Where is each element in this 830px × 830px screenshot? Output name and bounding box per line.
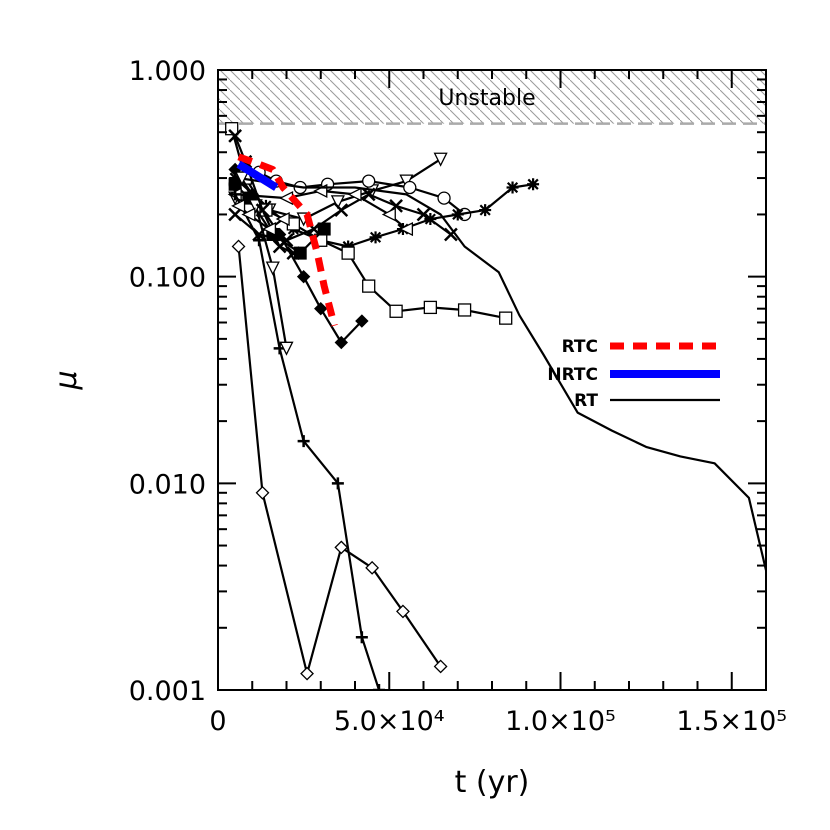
series-line [241,177,288,349]
x-tick-label: 0 [209,706,226,737]
y-tick-label: 0.010 [129,469,206,500]
marker-x [334,203,349,217]
marker-asterisk [506,181,519,194]
series-line [237,153,338,327]
marker-asterisk [342,240,355,253]
marker-triangle-left [381,207,396,222]
marker-x [444,227,458,242]
plot-frame [217,69,767,691]
marker-square [341,246,355,260]
marker-x [286,246,301,261]
marker-plus [229,188,242,201]
marker-circle [437,191,451,205]
marker-asterisk [527,178,540,191]
unstable-label: Unstable [438,86,535,111]
marker-triangle-left [231,198,246,213]
y-tick-label: 0.001 [129,676,206,707]
marker-square [499,311,513,325]
marker-diamond [396,604,410,619]
x-tick-label: 1.5×10⁵ [676,706,787,737]
marker-x [416,207,431,222]
marker-diamond [365,560,380,575]
marker-triangle-down [279,341,294,356]
marker-diamond [334,540,349,555]
marker-square [457,303,472,317]
x-tick-label: 5.0×10⁴ [334,706,445,737]
series-line [238,177,766,571]
marker-square [225,122,239,136]
marker-diamond [300,666,314,681]
marker-diamond-filled [314,301,328,316]
series-rt-12 [231,239,448,681]
marker-x [228,207,243,222]
marker-triangle-down [234,171,250,186]
series-nrtc-1 [236,160,279,191]
marker-asterisk [451,208,464,221]
marker-plus [297,435,310,448]
marker-asterisk [369,231,382,244]
marker-square [362,279,376,293]
marker-diamond [255,485,270,500]
legend-label-rtc: RTC [562,337,598,357]
y-tick-label: 1.000 [129,56,206,87]
marker-circle [403,180,417,195]
legend-label-nrtc: NRTC [547,365,598,385]
x-axis-title: t (yr) [455,765,530,800]
marker-triangle-down [330,195,345,210]
marker-triangle-down [265,261,280,276]
marker-triangle-left [261,221,277,237]
x-tick-label: 1.0×10⁵ [505,706,616,737]
series-rt-15 [231,198,290,237]
marker-plus [331,477,344,490]
marker-x [228,128,243,143]
legend-label-rt: RT [574,391,598,411]
legend: RTC NRTC RT [547,337,720,411]
marker-diamond [231,239,246,254]
y-axis-title: μ [49,370,84,390]
marker-plus [253,234,266,247]
series-rt-13 [234,171,294,356]
marker-diamond-filled [355,314,369,328]
marker-triangle-left [398,221,414,237]
series-rt-14 [228,128,301,261]
marker-diamond [433,659,448,674]
marker-asterisk [479,204,492,217]
series-rtc-0 [237,153,338,327]
marker-square [389,304,403,318]
marker-triangle-left [275,212,290,227]
marker-triangle-down [433,152,448,167]
series-layer [225,122,766,690]
marker-triangle-left [347,187,362,202]
marker-plus [355,631,368,644]
marker-x [272,239,287,254]
marker-x [255,203,270,217]
y-tick-label: 0.100 [129,263,206,294]
marker-triangle-left [241,207,256,222]
marker-diamond-filled [334,335,349,350]
series-line [236,160,279,191]
marker-square [423,300,438,315]
axes: 0.001 0.010 0.100 1.000 0 5.0×10⁴ 1.0×10⁵ 1.5×1… [49,56,787,800]
marker-circle [362,174,376,188]
marker-square-filled [317,222,331,236]
marker-diamond-filled [296,269,311,284]
series-rt-11 [229,188,385,690]
marker-plus [372,684,385,690]
series-rt-10 [238,177,766,571]
